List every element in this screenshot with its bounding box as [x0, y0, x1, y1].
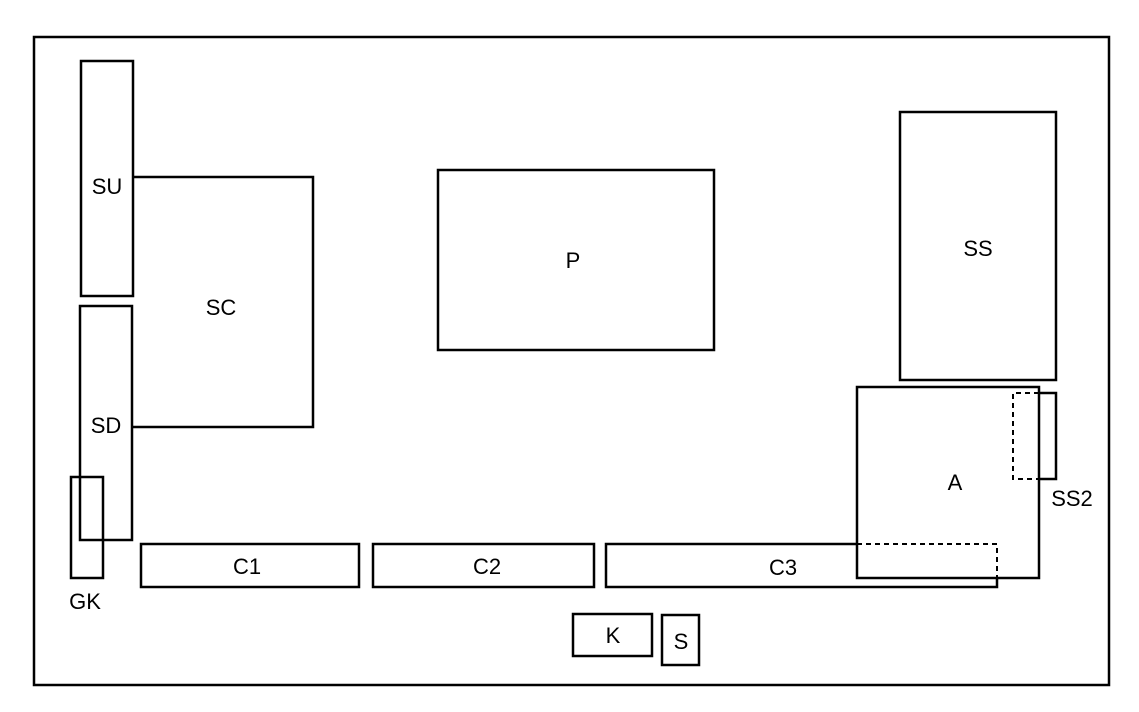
label-c3: C3: [769, 555, 797, 580]
block-c3-solid: [604, 542, 999, 589]
label-su: SU: [92, 174, 123, 199]
label-a: A: [948, 470, 963, 495]
label-ss: SS: [963, 236, 992, 261]
block-c3-hidden: [857, 543, 998, 578]
block-c1: [139, 542, 361, 589]
label-ss2: SS2: [1051, 486, 1093, 511]
block-p: [436, 168, 716, 352]
label-c1: C1: [233, 554, 261, 579]
label-c2: C2: [473, 554, 501, 579]
block-ss: [898, 110, 1058, 382]
block-a: [855, 385, 1041, 580]
label-p: P: [566, 248, 581, 273]
block-gk-solid: [69, 475, 105, 580]
label-sc: SC: [206, 295, 237, 320]
block-sd: [78, 304, 134, 542]
block-ss2-solid: [1039, 391, 1058, 481]
block-sc: [133, 175, 315, 429]
label-s: S: [674, 629, 689, 654]
label-sd: SD: [91, 413, 122, 438]
label-gk: GK: [69, 589, 101, 614]
block-su: [79, 59, 135, 298]
label-k: K: [606, 623, 621, 648]
block-gk-top: [80, 475, 105, 540]
block-s: [660, 613, 701, 667]
outer-frame: [32, 35, 1111, 687]
block-c2: [371, 542, 596, 589]
block-ss2-hidden: [1012, 392, 1039, 480]
block-k: [571, 612, 654, 658]
